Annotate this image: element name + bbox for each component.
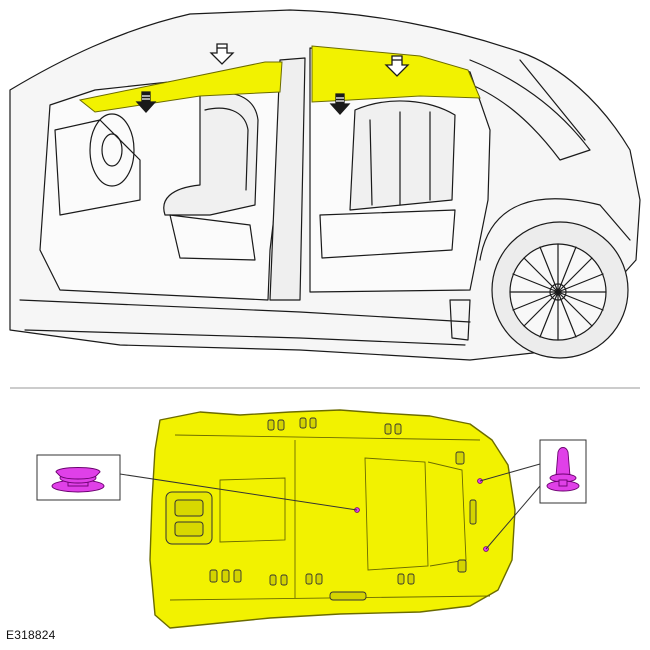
figure-id: E318824 bbox=[6, 628, 56, 642]
push-pin-icon bbox=[546, 447, 580, 492]
steering-wheel bbox=[89, 113, 135, 187]
down-arrow-icon bbox=[209, 43, 235, 65]
rear-side-window-edge bbox=[519, 59, 586, 141]
dashboard bbox=[54, 119, 141, 216]
wheel-spokes bbox=[509, 243, 607, 341]
mud-flap bbox=[449, 299, 471, 341]
mounting-slots bbox=[209, 417, 477, 601]
direction-arrows bbox=[135, 43, 410, 115]
overhead-console-cutout bbox=[165, 491, 213, 545]
down-arrow-icon bbox=[384, 55, 410, 77]
headliner-front-section bbox=[78, 61, 283, 113]
rear-wheel-arch bbox=[479, 198, 631, 261]
leader-lines bbox=[119, 463, 541, 550]
down-arrow-icon bbox=[135, 91, 157, 113]
flat-clip-icon bbox=[51, 467, 105, 493]
down-arrow-icon bbox=[329, 93, 351, 115]
headliner-panel bbox=[149, 409, 516, 629]
callout-push-pin bbox=[539, 439, 587, 504]
rocker-panel-lower bbox=[24, 329, 466, 346]
b-pillar bbox=[269, 57, 306, 301]
rear-seat bbox=[349, 100, 456, 211]
rear-quarter-panel bbox=[459, 59, 591, 161]
rocker-panel bbox=[19, 299, 471, 323]
callout-flat-clip bbox=[36, 454, 121, 501]
